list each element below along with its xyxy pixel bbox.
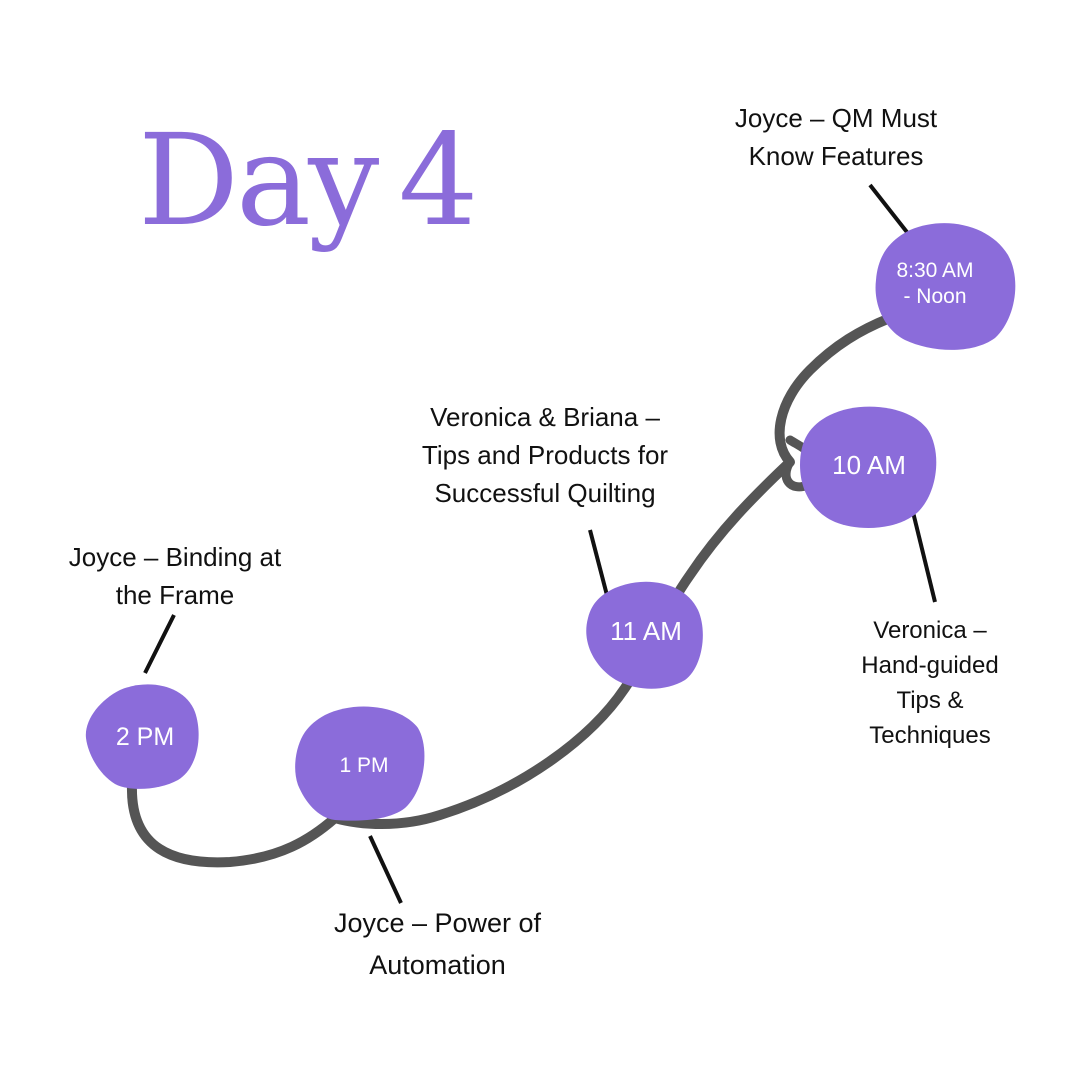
session-label-s1: Joyce – QM Must Know Features bbox=[700, 99, 972, 175]
session-node-s1[interactable] bbox=[875, 223, 1016, 350]
timeline-path bbox=[126, 313, 895, 868]
session-label-s5-line2: the Frame bbox=[115, 580, 235, 610]
session-label-s4-line2: Automation bbox=[369, 950, 506, 980]
session-label-s5-line1: Joyce – Binding at bbox=[68, 542, 282, 572]
session-node-s4[interactable] bbox=[295, 706, 425, 821]
node-time-s3: 11 AM bbox=[610, 616, 682, 646]
session-label-s4-line1: Joyce – Power of bbox=[333, 908, 542, 938]
session-node-s2[interactable] bbox=[800, 406, 937, 528]
session-label-s2-line3: Tips & bbox=[896, 687, 964, 714]
node-time-s2: 10 AM bbox=[832, 450, 906, 480]
leader-line-s3 bbox=[588, 529, 611, 604]
session-label-s3-line2: Tips and Products for bbox=[421, 440, 669, 470]
session-label-s4: Joyce – Power of Automation bbox=[290, 902, 585, 986]
session-label-s1-line2: Know Features bbox=[748, 141, 924, 171]
title-word: Day bbox=[138, 107, 379, 254]
session-label-s5: Joyce – Binding at the Frame bbox=[30, 538, 320, 614]
leader-line-s1 bbox=[868, 183, 912, 238]
session-node-s3[interactable] bbox=[586, 581, 703, 689]
leader-line-s4 bbox=[368, 835, 403, 904]
session-label-s2-line1: Veronica – bbox=[873, 617, 987, 644]
session-label-s2-line2: Hand-guided bbox=[861, 652, 999, 679]
node-time-s5: 2 PM bbox=[115, 723, 175, 751]
node-time-s4: 1 PM bbox=[339, 754, 389, 777]
session-label-s3-line3: Successful Quilting bbox=[434, 478, 656, 508]
session-label-s2-line4: Techniques bbox=[869, 722, 991, 749]
session-label-s3: Veronica & Briana – Tips and Products fo… bbox=[385, 398, 705, 512]
session-label-s2: Veronica – Hand-guided Tips & Techniques bbox=[830, 613, 1030, 753]
node-time-s1: 8:30 AM - Noon bbox=[880, 258, 990, 310]
node-time-s1-line2: - Noon bbox=[903, 285, 967, 308]
leader-line-s2 bbox=[910, 507, 937, 603]
title-number: 4 bbox=[398, 107, 478, 254]
node-time-s1-line1: 8:30 AM bbox=[896, 259, 974, 282]
session-label-s3-line1: Veronica & Briana – bbox=[430, 402, 660, 432]
leader-line-s5 bbox=[143, 614, 176, 674]
session-node-s5[interactable] bbox=[85, 684, 199, 789]
session-label-s1-line1: Joyce – QM Must bbox=[734, 103, 938, 133]
